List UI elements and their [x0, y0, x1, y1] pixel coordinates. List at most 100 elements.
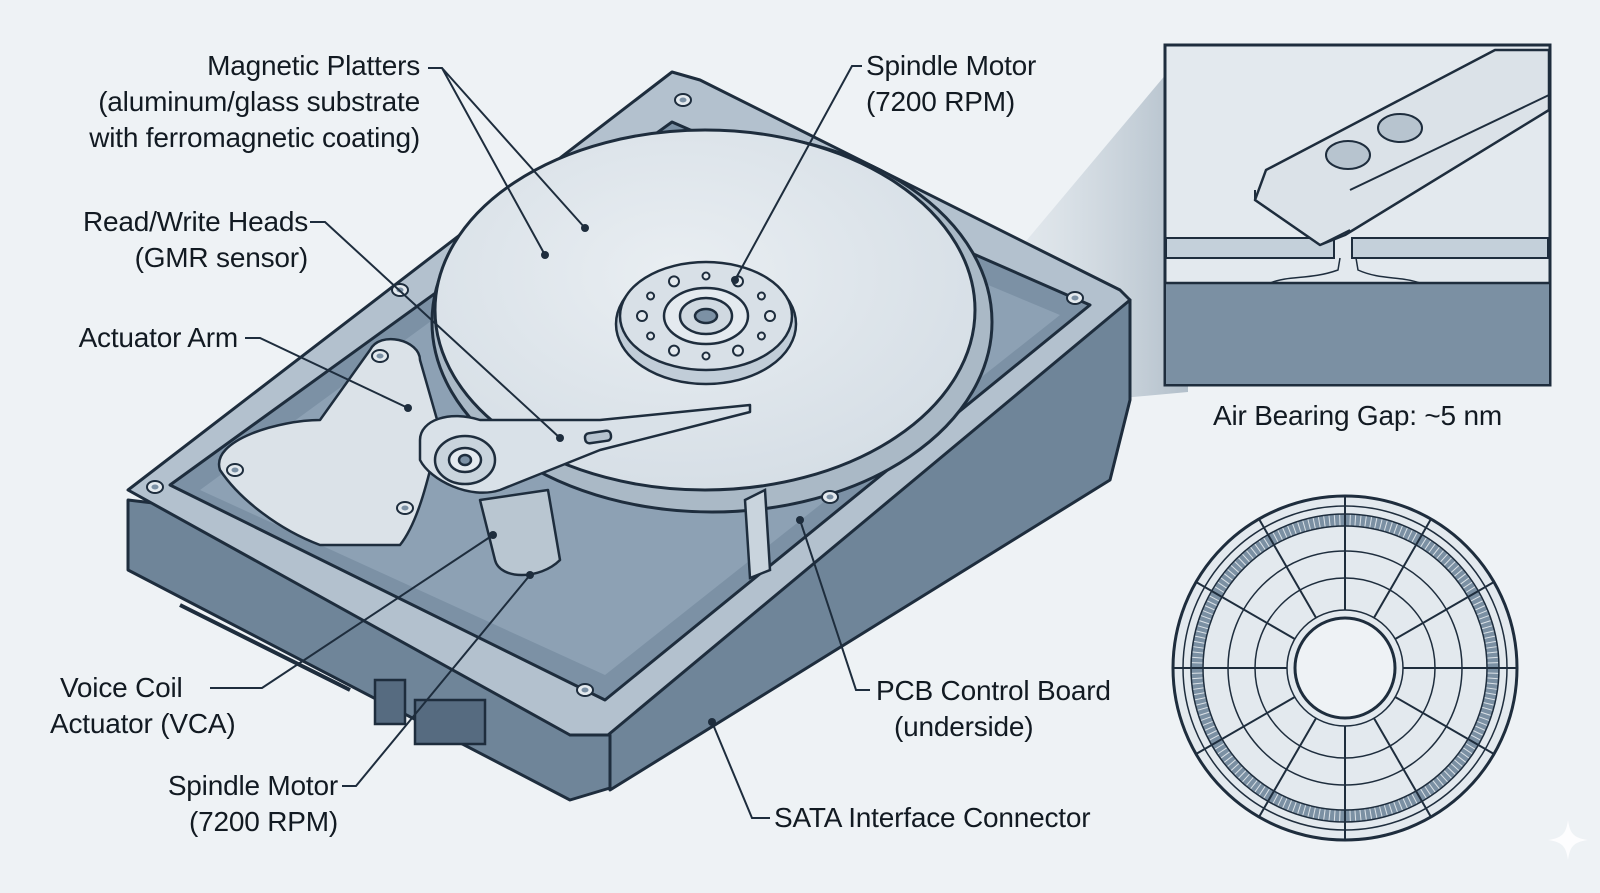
band-tick: [1453, 568, 1464, 578]
band-tick: [1450, 762, 1460, 772]
band-tick: [1483, 635, 1496, 639]
band-tick: [1432, 779, 1441, 790]
band-tick: [1206, 600, 1218, 607]
band-tick: [1411, 793, 1418, 805]
band-tick: [1482, 630, 1495, 635]
band-tick: [1484, 692, 1497, 696]
band-tick: [1195, 701, 1208, 706]
band-tick: [1208, 734, 1220, 741]
actuator-arm: [418, 403, 752, 494]
sector-line: [1394, 581, 1495, 640]
arm-slot: [583, 429, 613, 445]
band-tick: [1307, 518, 1312, 531]
band-tick: [1277, 529, 1284, 541]
chassis-screws: [146, 93, 1084, 697]
band-tick: [1354, 809, 1357, 822]
band-tick: [1206, 729, 1218, 736]
label-air-bearing-gap: Air Bearing Gap: ~5 nm: [1213, 400, 1502, 431]
band-tick: [1486, 651, 1499, 654]
band-tick: [1196, 625, 1209, 630]
band-tick: [1397, 799, 1404, 811]
band-tick: [1446, 560, 1457, 570]
band-tick: [1478, 614, 1490, 620]
band-tick: [1230, 762, 1240, 772]
band-tick: [1254, 543, 1262, 554]
band-tick: [1472, 600, 1484, 607]
band-tick: [1192, 687, 1205, 690]
screw: [576, 683, 594, 697]
band-tick: [1462, 746, 1473, 755]
screw: [146, 480, 164, 494]
band-tick: [1200, 614, 1212, 620]
sector-line: [1195, 696, 1296, 755]
hub-screw: [646, 331, 656, 341]
band-tick: [1462, 581, 1473, 590]
hub-screw: [636, 310, 648, 322]
band-tick: [1258, 785, 1267, 796]
band-tick: [1483, 697, 1496, 701]
band-tick: [1479, 619, 1492, 625]
hub-screw: [732, 344, 744, 357]
leader-voice-coil: [210, 534, 494, 689]
screw: [396, 501, 414, 515]
label-spindle-motor-top: Spindle Motor (7200 RPM): [866, 50, 1037, 117]
band-tick: [1474, 604, 1486, 611]
band-tick: [1333, 809, 1336, 822]
band-tick: [1214, 585, 1225, 594]
band-tick: [1223, 755, 1234, 764]
band-tick: [1312, 806, 1316, 819]
band-tick: [1435, 549, 1445, 560]
band-tick: [1476, 720, 1488, 727]
screw: [674, 93, 692, 107]
band-tick: [1423, 540, 1432, 551]
hub-screw: [646, 291, 656, 301]
band-tick: [1486, 677, 1499, 680]
band-tick: [1470, 595, 1482, 602]
sector-line: [1258, 717, 1317, 818]
spindle-hub: [614, 260, 798, 386]
band-tick: [1195, 630, 1208, 635]
label-actuator-arm: Actuator Arm: [78, 322, 239, 353]
hub-screw: [756, 331, 766, 341]
track-sector-diagram: [1171, 494, 1519, 842]
band-tick: [1307, 805, 1312, 818]
leader-dots: [404, 224, 804, 726]
band-tick: [1423, 785, 1432, 796]
band-tick: [1446, 766, 1457, 776]
band-tick: [1406, 529, 1413, 541]
band-tick: [1272, 531, 1279, 543]
band-tick: [1204, 725, 1216, 732]
band-tick: [1393, 801, 1399, 813]
band-tick: [1369, 807, 1373, 820]
band-tick: [1479, 711, 1492, 717]
band-tick: [1249, 546, 1258, 557]
label-magnetic-platters: Magnetic Platters (aluminum/glass substr…: [89, 50, 420, 153]
band-tick: [1286, 799, 1293, 811]
spindle-hole: [1293, 616, 1397, 720]
band-tick: [1476, 609, 1488, 616]
band-tick: [1470, 734, 1482, 741]
band-tick: [1193, 692, 1206, 696]
label-spindle-motor-bottom: Spindle Motor (7200 RPM): [167, 770, 338, 837]
band-tick: [1272, 793, 1279, 805]
label-voice-coil: Voice Coil Actuator (VCA): [50, 672, 236, 739]
band-tick: [1192, 646, 1205, 649]
screw: [1066, 291, 1084, 305]
band-tick: [1383, 804, 1388, 817]
band-tick: [1435, 776, 1445, 787]
band-tick: [1450, 564, 1460, 574]
band-tick: [1317, 516, 1321, 529]
band-tick: [1481, 625, 1494, 630]
band-tick: [1472, 729, 1484, 736]
band-tick: [1230, 564, 1240, 574]
band-tick: [1402, 527, 1409, 539]
band-tick: [1198, 619, 1211, 625]
inset-platter-surface: [1166, 283, 1549, 384]
band-tick: [1485, 687, 1498, 690]
side-connectors: [179, 603, 487, 746]
band-tick: [1432, 546, 1441, 557]
band-tick: [1453, 758, 1464, 768]
band-tick: [1459, 751, 1470, 759]
band-tick: [1402, 797, 1409, 809]
band-tick: [1196, 706, 1209, 711]
